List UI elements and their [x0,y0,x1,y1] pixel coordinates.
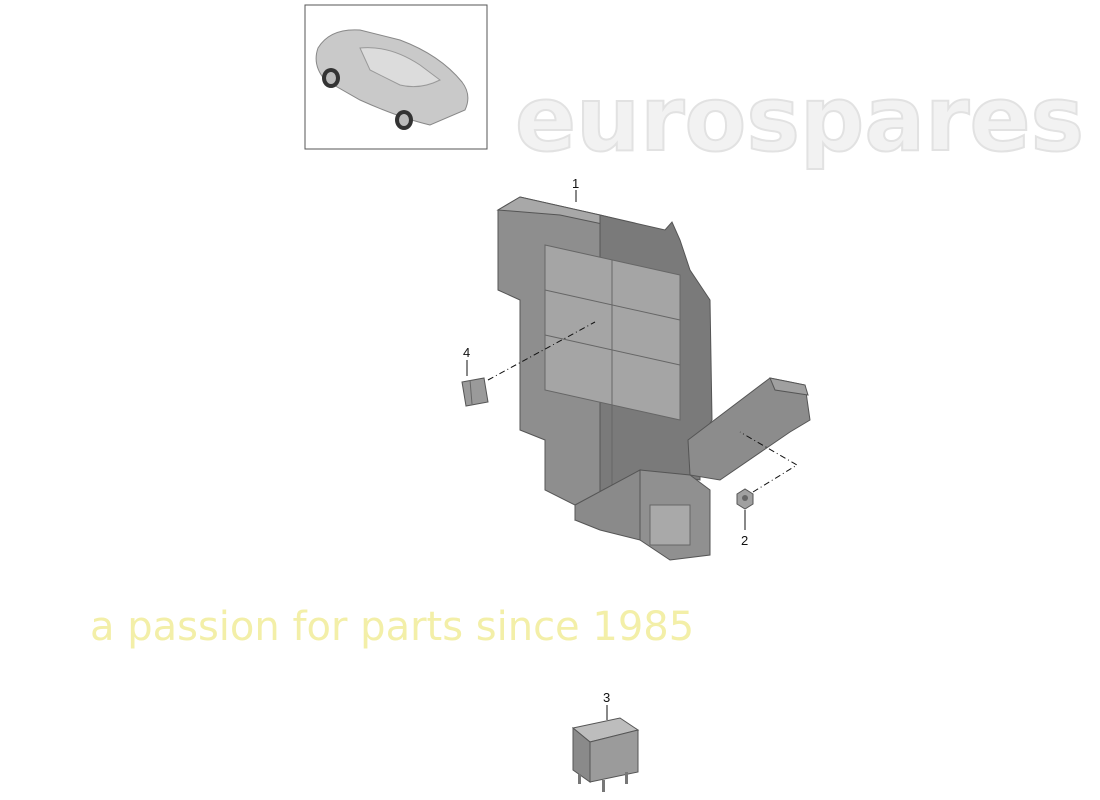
callout-3[interactable]: 3 [603,690,610,705]
callout-2[interactable]: 2 [741,533,748,548]
watermark: eurospares a passion for parts since 198… [90,66,1085,650]
assembly-line-2 [739,431,798,493]
part-4-fuse[interactable] [461,377,489,407]
watermark-tagline: a passion for parts since 1985 [90,604,694,650]
callout-1[interactable]: 1 [572,176,579,191]
callout-4[interactable]: 4 [463,345,470,360]
car-thumbnail[interactable] [304,4,488,150]
part-2-nut[interactable] [736,488,754,510]
part-1-fuse-carrier[interactable] [496,196,811,561]
part-3-relay[interactable] [571,717,640,792]
watermark-brand: eurospares [515,67,1084,172]
car-illustration [315,29,469,130]
